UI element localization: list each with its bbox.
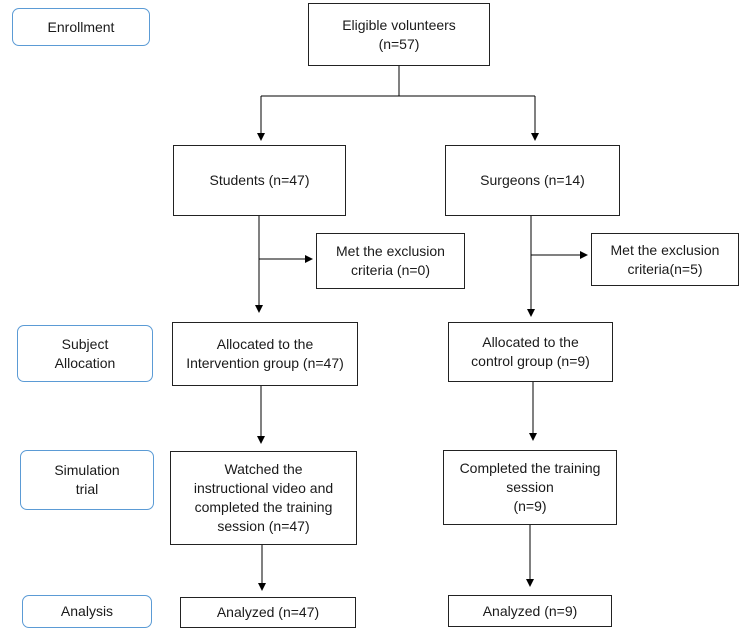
- box-text: session (n=47): [217, 518, 310, 534]
- box-text: Students (n=47): [209, 172, 310, 188]
- box-allocated-intervention: Allocated to the Intervention group (n=4…: [172, 322, 358, 386]
- box-simulation-control: Completed the training session (n=9): [443, 450, 617, 525]
- box-surgeons: Surgeons (n=14): [445, 145, 620, 216]
- stage-label-text: Simulation: [54, 462, 120, 478]
- stage-label-text: Enrollment: [47, 18, 115, 35]
- stage-label-text: Allocation: [54, 354, 116, 371]
- box-text: Intervention group (n=47): [186, 355, 344, 371]
- box-text: Watched the: [224, 461, 303, 477]
- box-text: completed the training: [194, 499, 333, 515]
- box-text: criteria (n=0): [351, 262, 430, 278]
- box-text: Completed the training: [459, 460, 601, 476]
- stage-label-text: trial: [75, 481, 99, 497]
- box-text: Analyzed (n=9): [482, 602, 578, 619]
- box-text: Allocated to the: [216, 336, 314, 352]
- stage-label-text: Analysis: [60, 603, 114, 619]
- box-analyzed-control: Analyzed (n=9): [448, 595, 612, 627]
- box-text: Surgeons (n=14): [480, 172, 585, 188]
- box-text: instructional video and: [193, 480, 334, 496]
- box-text: session: [506, 479, 554, 495]
- box-exclusion-students: Met the exclusion criteria (n=0): [316, 233, 465, 289]
- box-text: Analyzed (n=47): [216, 604, 320, 620]
- box-exclusion-surgeons: Met the exclusion criteria(n=5): [591, 233, 739, 286]
- stage-label-subject-allocation: Subject Allocation: [17, 325, 153, 382]
- box-students: Students (n=47): [173, 145, 346, 216]
- box-text: Met the exclusion: [610, 241, 720, 258]
- stage-label-enrollment: Enrollment: [12, 8, 150, 46]
- box-text: criteria(n=5): [627, 260, 703, 277]
- box-analyzed-intervention: Analyzed (n=47): [180, 597, 356, 628]
- box-text: Eligible volunteers: [342, 16, 456, 33]
- box-text: Allocated to the: [482, 334, 579, 350]
- box-text: Met the exclusion: [336, 243, 445, 259]
- box-text: (n=9): [513, 498, 547, 514]
- box-text: (n=57): [378, 35, 420, 52]
- stage-label-simulation-trial: Simulation trial: [20, 450, 154, 510]
- stage-label-analysis: Analysis: [22, 595, 152, 628]
- box-simulation-intervention: Watched the instructional video and comp…: [170, 451, 357, 545]
- stage-label-text: Subject: [61, 335, 109, 352]
- box-allocated-control: Allocated to the control group (n=9): [448, 322, 613, 382]
- box-eligible-volunteers: Eligible volunteers (n=57): [308, 3, 490, 66]
- box-text: control group (n=9): [471, 353, 590, 369]
